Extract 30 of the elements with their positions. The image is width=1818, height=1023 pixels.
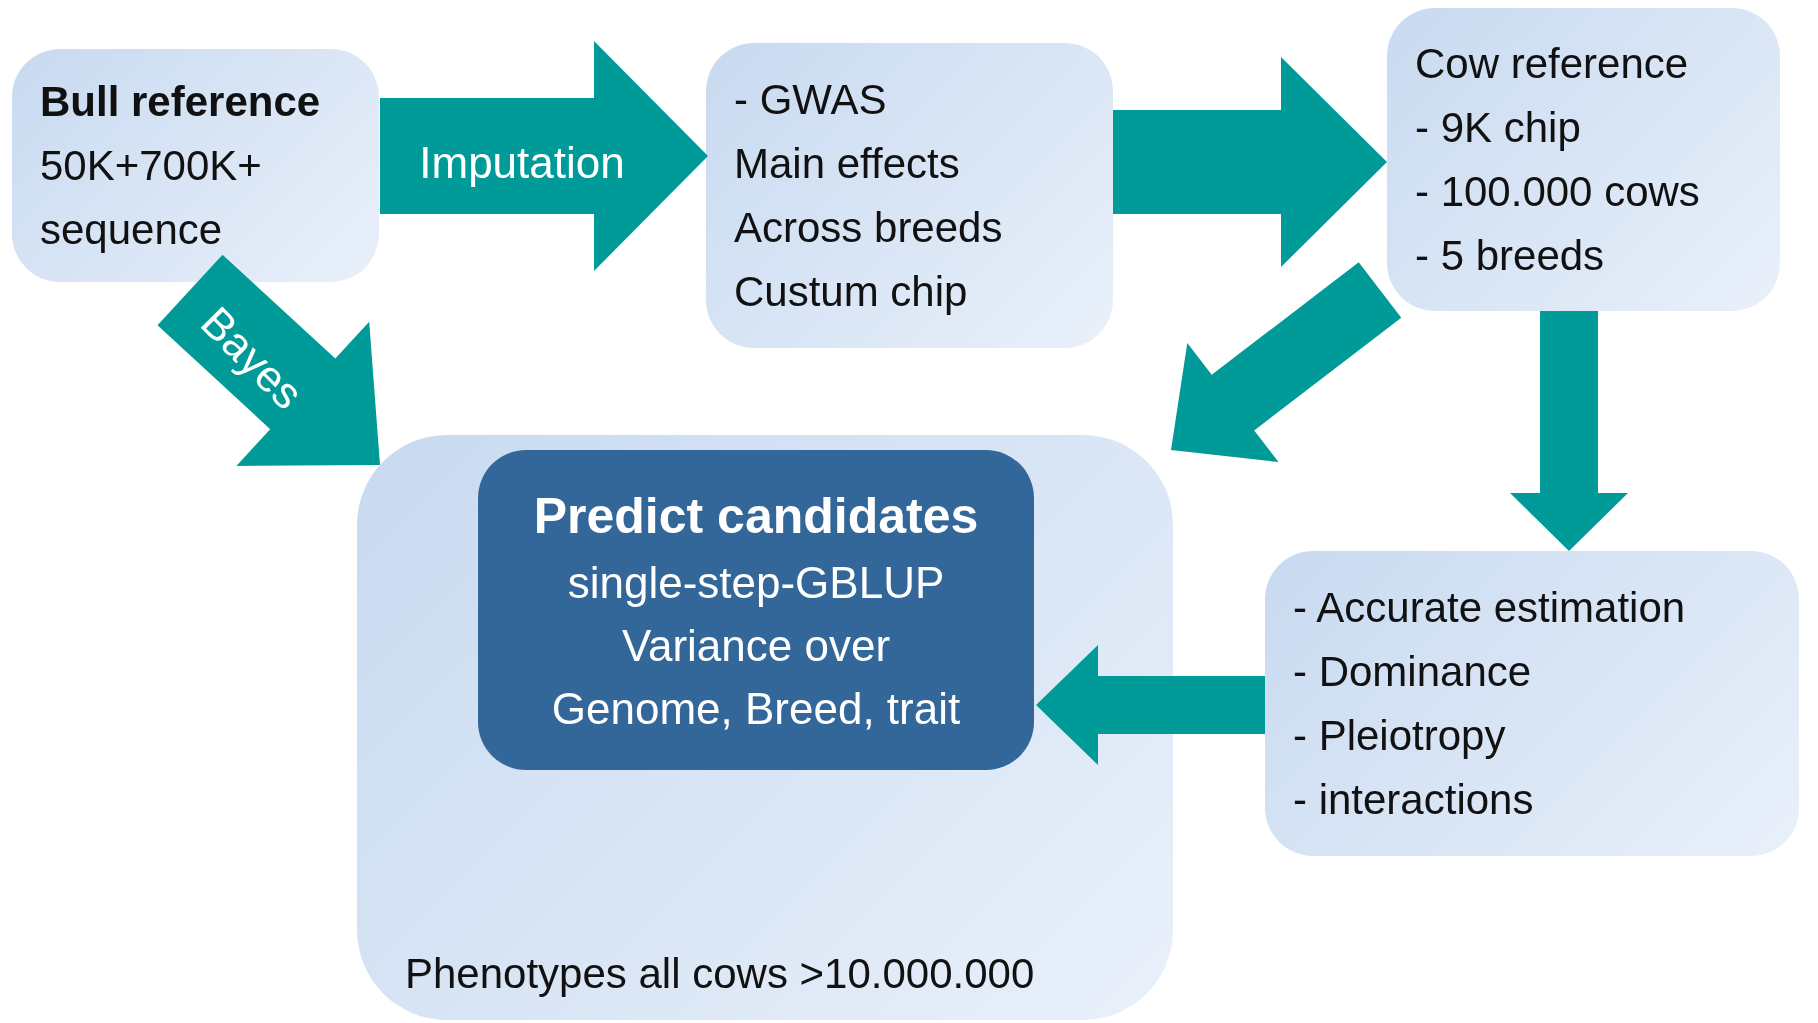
highlight-box: [478, 450, 1034, 770]
box-text: - Pleiotropy: [1293, 710, 1507, 761]
box-text: - 100.000 cows: [1415, 166, 1701, 217]
block-arrow: [380, 41, 708, 271]
process-box: [1387, 8, 1780, 311]
box-text: Main effects: [734, 138, 961, 189]
box-text: Custum chip: [734, 266, 969, 317]
block-arrow: [1113, 57, 1387, 267]
box-text: - Accurate estimation: [1293, 582, 1687, 633]
box-text: Phenotypes all cows >10.000.000: [405, 949, 1035, 999]
block-arrow: [1510, 311, 1628, 551]
edge-label: Imputation: [419, 138, 625, 188]
process-box: [12, 49, 379, 282]
box-text: - Dominance: [1293, 646, 1533, 697]
group-panel: [357, 435, 1173, 1020]
box-text: Across breeds: [734, 202, 1004, 253]
box-heading: Predict candidates: [533, 486, 979, 546]
block-arrow: [157, 254, 380, 466]
box-heading: Bull reference: [40, 76, 322, 127]
box-text: single-step-GBLUP Variance over Genome, Breed, trait: [550, 556, 962, 735]
box-text: - interactions: [1293, 774, 1535, 825]
box-text: - 9K chip: [1415, 102, 1582, 153]
box-text: - GWAS: [734, 74, 888, 125]
process-box: [1265, 551, 1799, 856]
box-text: - 5 breeds: [1415, 230, 1606, 281]
block-arrow: [1036, 645, 1265, 765]
box-text: Cow reference: [1415, 38, 1690, 89]
process-box: [706, 43, 1113, 348]
box-text: 50K+700K+ sequence: [40, 140, 263, 255]
block-arrow: [1171, 262, 1402, 463]
